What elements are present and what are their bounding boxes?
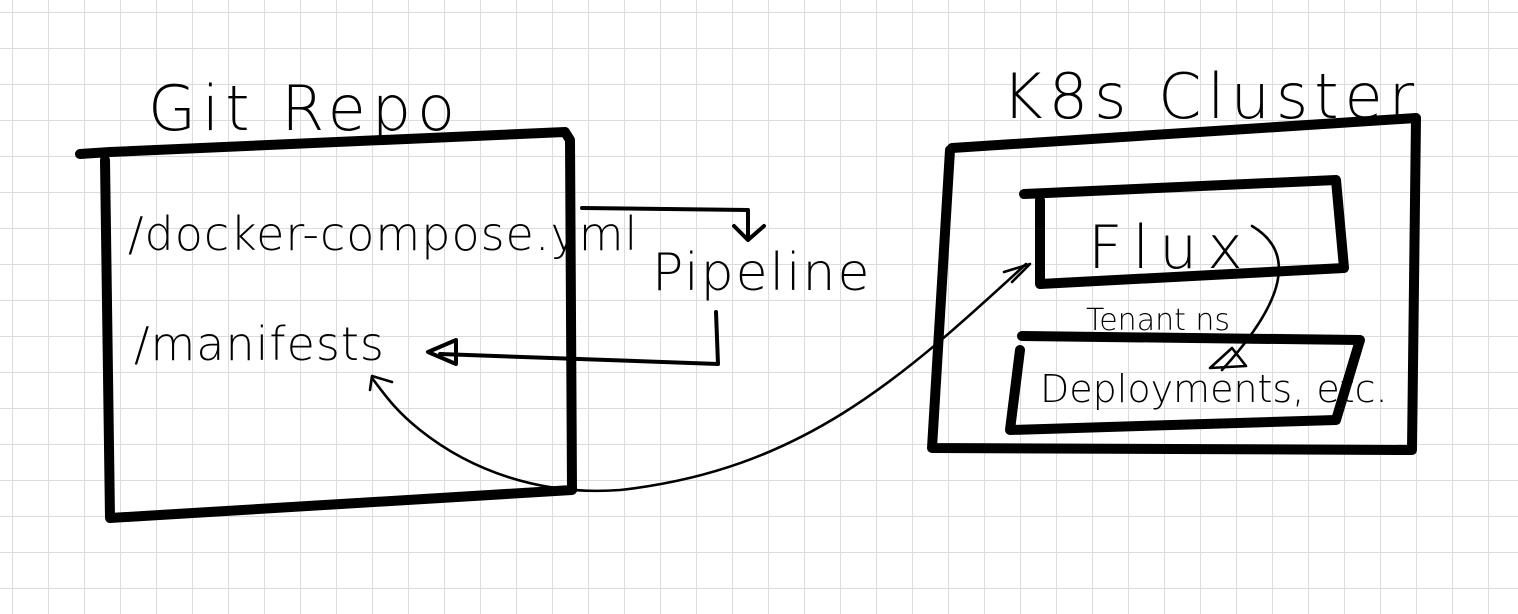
deployments-label: Deployments, etc. bbox=[1040, 367, 1388, 411]
git-repo-title: Git Repo bbox=[148, 72, 461, 145]
repo-to-pipeline-arrowhead bbox=[732, 224, 766, 242]
k8s-cluster-box bbox=[927, 113, 1421, 455]
pipeline-label: Pipeline bbox=[652, 243, 872, 303]
flux-to-deployments-arrow bbox=[1220, 224, 1281, 372]
git-repo-box bbox=[75, 127, 577, 523]
pipeline-to-manifests-arrowhead bbox=[426, 338, 458, 366]
flux-label: Flux bbox=[1088, 213, 1253, 283]
flux-to-manifests-curve bbox=[370, 262, 1028, 493]
manifests-arrowhead bbox=[368, 374, 394, 392]
repo-to-pipeline-arrow bbox=[580, 206, 750, 238]
flux-box bbox=[1019, 175, 1349, 289]
flux-to-deployments-arrowhead bbox=[1208, 346, 1248, 370]
repo-item-manifests: /manifests bbox=[134, 317, 385, 371]
flux-arrow-tail bbox=[1002, 262, 1032, 284]
pipeline-to-manifests-arrow bbox=[438, 310, 720, 366]
repo-item-docker-compose: /docker-compose.yml bbox=[128, 207, 638, 261]
